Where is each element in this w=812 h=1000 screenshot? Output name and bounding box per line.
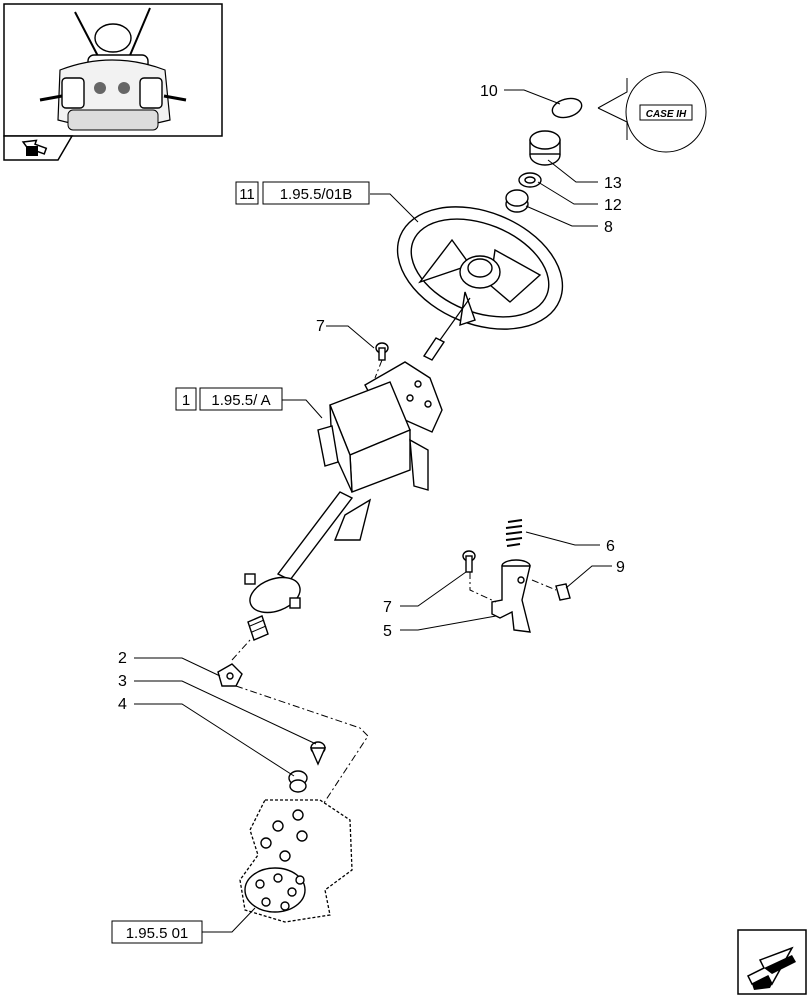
part-7-bolt-lower	[462, 550, 497, 603]
callout-10: 10	[480, 83, 498, 100]
callout-5: 5	[383, 623, 392, 640]
ref-steering-motor[interactable]: 1.95.5 01	[111, 920, 203, 944]
part-6-spring	[505, 519, 523, 547]
tractor-thumbnail[interactable]	[3, 3, 223, 137]
callout-7-upper: 7	[316, 318, 325, 335]
callout-4: 4	[118, 696, 127, 713]
callout-8: 8	[604, 219, 613, 236]
ref-steering-column[interactable]: 1 1.95.5/ A	[175, 387, 283, 411]
steering-column	[244, 297, 471, 641]
part-9-pin	[531, 579, 571, 601]
next-page-button[interactable]	[737, 929, 807, 995]
callout-labels: 10 13 12 8 7 6 9 7 5 2 3 4	[118, 83, 625, 713]
steering-wheel	[396, 206, 564, 330]
part-3-bolt	[309, 741, 327, 766]
callout-12: 12	[604, 197, 622, 214]
callout-13: 13	[604, 175, 622, 192]
callout-2: 2	[118, 650, 127, 667]
ref-steering-column-code: 1.95.5/ A	[211, 392, 270, 409]
ref-steering-wheel-num: 11	[239, 186, 255, 203]
steering-motor	[239, 799, 353, 923]
next-page-arrow-icon	[746, 946, 796, 990]
part-13-cap	[529, 130, 561, 166]
part-5-lever-bracket	[491, 559, 531, 633]
ref-steering-wheel[interactable]: 11 1.95.5/01B	[235, 181, 370, 205]
logo-text: CASE IH	[646, 109, 687, 120]
callout-3: 3	[118, 673, 127, 690]
part-12-washer	[518, 172, 542, 188]
thumbnail-nav-tab[interactable]	[3, 135, 74, 161]
case-ih-logo: CASE IH	[597, 71, 707, 153]
ref-steering-column-num: 1	[182, 392, 190, 409]
part-8-nut	[505, 189, 529, 213]
ref-steering-wheel-code: 1.95.5/01B	[280, 186, 353, 203]
part-2-nut	[217, 663, 243, 687]
callout-6: 6	[606, 538, 615, 555]
arrow-icon	[21, 139, 48, 156]
part-4-washer	[288, 770, 308, 793]
ref-steering-motor-code: 1.95.5 01	[126, 925, 189, 942]
leader-lines	[134, 89, 612, 933]
callout-7-lower: 7	[383, 599, 392, 616]
part-10-cap	[551, 97, 583, 119]
part-7-bolt-upper	[374, 342, 389, 379]
callout-9: 9	[616, 559, 625, 576]
